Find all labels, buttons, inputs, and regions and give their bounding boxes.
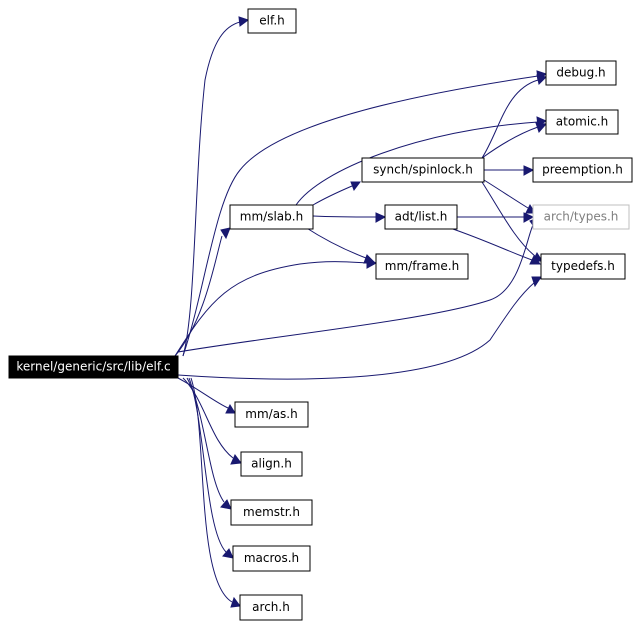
node-atomic-h[interactable]: atomic.h xyxy=(545,109,619,135)
edge-elf-c-to-typedefs-h xyxy=(177,281,536,380)
node-spinlock-h[interactable]: synch/spinlock.h xyxy=(361,157,485,183)
node-label: atomic.h xyxy=(556,115,608,129)
arrow-typedefs-h-list xyxy=(529,255,541,265)
edge-slab-h-to-frame-h xyxy=(304,226,367,259)
node-label: mm/as.h xyxy=(245,407,297,421)
arrow-align-h xyxy=(230,454,242,465)
edge-slab-h-to-list-h xyxy=(312,215,377,218)
edge-elf-c-to-align-h xyxy=(182,377,234,459)
node-as-h[interactable]: mm/as.h xyxy=(234,401,309,428)
arrow-types-h-list xyxy=(523,212,535,223)
node-memstr-h[interactable]: memstr.h xyxy=(230,499,313,526)
node-label: synch/spinlock.h xyxy=(373,163,473,177)
node-label: macros.h xyxy=(244,551,299,565)
edge-spinlock-h-to-atomic-h xyxy=(481,126,539,159)
node-macros-h[interactable]: macros.h xyxy=(232,545,311,572)
node-elf-c[interactable]: kernel/generic/src/lib/elf.c xyxy=(8,355,179,379)
node-label: mm/frame.h xyxy=(385,259,459,273)
arrow-elf-h xyxy=(238,16,250,27)
arrow-spinlock-h xyxy=(350,181,361,192)
node-label: kernel/generic/src/lib/elf.c xyxy=(16,360,170,374)
edge-elf-c-to-macros-h xyxy=(188,377,227,553)
arrow-preemption-h xyxy=(523,165,535,176)
arrow-debug-h-spin xyxy=(536,74,547,85)
node-typedefs-h[interactable]: typedefs.h xyxy=(540,253,626,280)
arrow-slab-h xyxy=(220,227,231,240)
arrow-macros-h xyxy=(222,548,234,559)
edge-list-h-to-typedefs-h xyxy=(449,227,533,261)
node-elf-h[interactable]: elf.h xyxy=(247,8,297,34)
node-label: debug.h xyxy=(556,66,605,80)
edge-elf-c-to-frame-h xyxy=(174,261,369,357)
arrow-memstr-h xyxy=(220,499,232,510)
arrow-as-h xyxy=(225,403,236,414)
arrow-typedefs-h-elf xyxy=(531,276,542,288)
edges xyxy=(174,16,548,608)
node-label: typedefs.h xyxy=(551,259,615,273)
edge-spinlock-h-to-debug-h xyxy=(481,79,539,159)
arrow-list-h xyxy=(375,212,387,223)
edge-elf-c-to-arch-h xyxy=(190,377,233,603)
edge-spinlock-h-to-typedefs-h xyxy=(481,181,536,257)
arrow-frame-h-slab xyxy=(363,254,376,264)
node-preemption-h[interactable]: preemption.h xyxy=(532,157,633,183)
edge-elf-c-to-as-h xyxy=(177,377,229,409)
node-frame-h[interactable]: mm/frame.h xyxy=(375,253,469,280)
edge-slab-h-to-atomic-h xyxy=(295,121,539,206)
node-label: arch.h xyxy=(252,600,290,614)
node-label: preemption.h xyxy=(542,163,623,177)
edge-slab-h-to-spinlock-h xyxy=(312,185,353,206)
node-arch-h[interactable]: arch.h xyxy=(239,594,303,621)
node-label: align.h xyxy=(251,457,292,471)
arrow-atomic-h-spin xyxy=(535,122,548,133)
node-label: mm/slab.h xyxy=(240,210,303,224)
node-debug-h[interactable]: debug.h xyxy=(545,60,617,86)
edge-elf-c-to-elf-h xyxy=(182,21,241,357)
edge-spinlock-h-to-types-h xyxy=(483,179,529,209)
arrow-arch-h xyxy=(230,596,241,608)
node-slab-h[interactable]: mm/slab.h xyxy=(229,204,314,230)
edge-elf-c-to-slab-h xyxy=(174,235,223,357)
node-label: arch/types.h xyxy=(544,210,619,224)
edge-elf-c-to-debug-h xyxy=(182,75,539,357)
node-align-h[interactable]: align.h xyxy=(240,451,303,477)
node-label: elf.h xyxy=(259,14,285,28)
node-types-h[interactable]: arch/types.h xyxy=(532,204,630,230)
edge-elf-c-to-types-h xyxy=(177,224,534,353)
node-list-h[interactable]: adt/list.h xyxy=(384,204,458,230)
node-label: memstr.h xyxy=(243,505,300,519)
node-label: adt/list.h xyxy=(395,210,448,224)
